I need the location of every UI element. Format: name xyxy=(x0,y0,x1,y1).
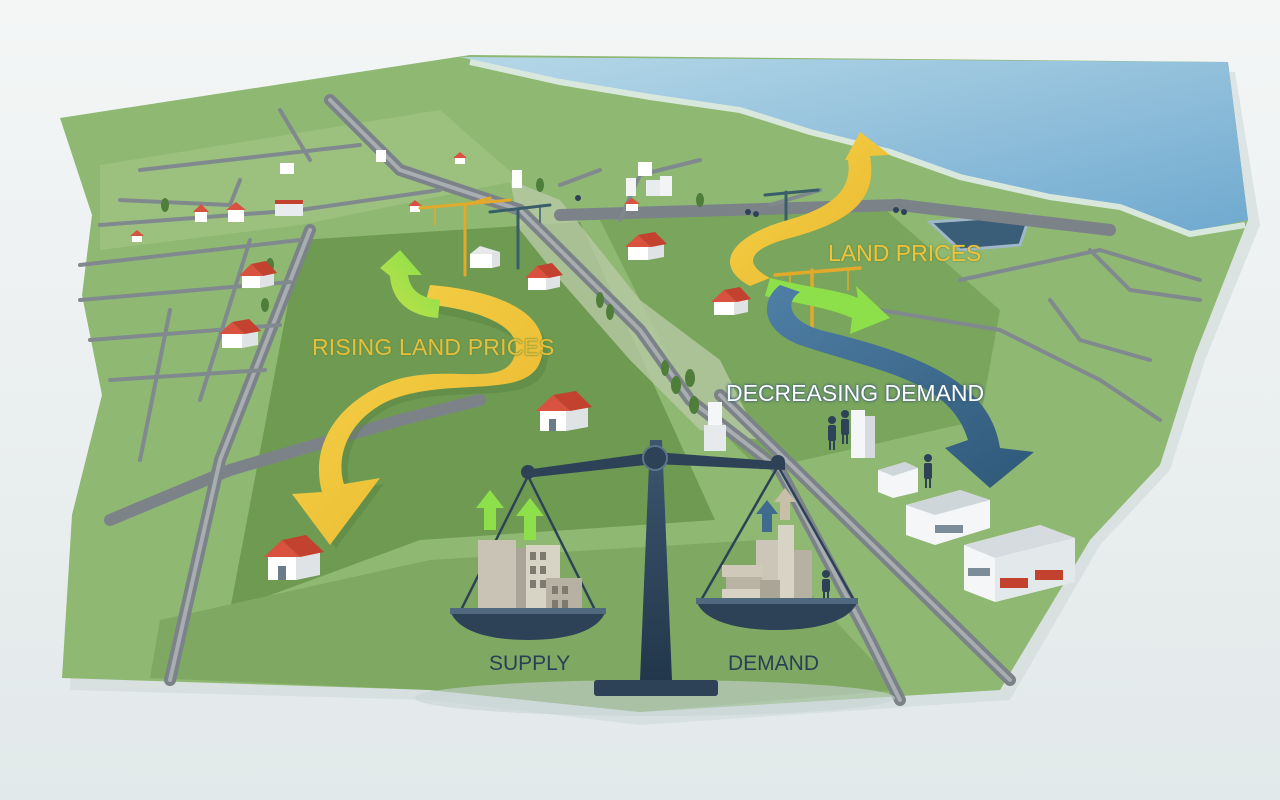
house-icon xyxy=(470,246,500,268)
demand-buildings xyxy=(722,525,812,600)
land-prices-label: LAND PRICES xyxy=(828,240,982,266)
water xyxy=(460,57,1248,232)
tree-icon xyxy=(696,193,704,207)
tree-icon xyxy=(596,292,604,308)
person-icon xyxy=(924,454,932,488)
person-icon xyxy=(901,209,907,215)
person-icon xyxy=(745,209,751,215)
person-icon xyxy=(893,207,899,213)
trees xyxy=(161,178,704,414)
tree-icon xyxy=(689,396,699,414)
tree-icon xyxy=(606,304,614,320)
house-icon xyxy=(624,198,640,211)
cranes xyxy=(418,188,862,347)
tree-icon xyxy=(671,376,681,394)
scale-end-left xyxy=(521,465,535,479)
scale-pivot xyxy=(642,445,668,471)
person-icon xyxy=(822,570,830,600)
up-arrow-icon xyxy=(774,488,796,520)
decreasing-demand-label: DECREASING DEMAND xyxy=(726,380,985,406)
balance-scale-icon xyxy=(415,440,895,716)
demand-pan-rim xyxy=(696,598,858,604)
building-icon xyxy=(280,163,294,174)
tree-icon xyxy=(161,198,169,212)
rising-land-prices-label: RISING LAND PRICES xyxy=(312,334,555,360)
building-icon xyxy=(906,490,990,545)
arrow-yellow-down xyxy=(292,285,544,545)
building-icon xyxy=(646,180,660,196)
shoreline xyxy=(469,59,1246,238)
house-icon xyxy=(130,230,144,242)
supply-pan-rim xyxy=(450,608,606,614)
up-arrow-icon xyxy=(516,498,544,540)
demand-label: DEMAND xyxy=(728,652,820,675)
house-icon xyxy=(525,263,563,290)
building-icon xyxy=(704,425,726,451)
buildings-small xyxy=(280,150,726,451)
building-icon xyxy=(851,410,875,458)
scale-beam xyxy=(525,452,785,478)
tree-icon xyxy=(261,298,269,312)
tree-icon xyxy=(536,178,544,192)
house-icon xyxy=(219,319,261,348)
house-icon xyxy=(536,391,592,431)
house-icon xyxy=(239,261,277,288)
arrow-yellow-up xyxy=(729,132,890,286)
scale-pillar xyxy=(640,440,672,680)
building-icon xyxy=(708,402,722,430)
building-icon xyxy=(878,462,918,498)
up-arrow-icon xyxy=(476,490,504,530)
supply-pan xyxy=(450,610,606,640)
house-icon xyxy=(275,200,303,216)
crane-icon xyxy=(418,196,512,277)
house-icon xyxy=(625,232,667,260)
house-icon xyxy=(408,200,422,212)
house-icon xyxy=(453,152,467,164)
building-icon xyxy=(638,162,652,176)
building-icon xyxy=(964,525,1075,602)
tree-strip xyxy=(510,180,760,440)
scale-end-right xyxy=(771,455,785,469)
rising-prices-arrow xyxy=(292,250,549,548)
person-icon xyxy=(575,195,581,201)
arrow-blue-down xyxy=(766,285,1034,488)
house-icon xyxy=(711,287,751,315)
building-icon xyxy=(660,176,672,196)
scale-shadow xyxy=(415,680,895,716)
scale-base xyxy=(594,680,718,696)
commercial-buildings xyxy=(828,410,1075,602)
person-icon xyxy=(753,211,759,217)
crane-icon xyxy=(488,203,552,270)
building-icon xyxy=(376,150,386,162)
house-icon xyxy=(264,535,324,580)
supply-label: SUPPLY xyxy=(489,652,571,675)
up-arrow-icon xyxy=(756,500,778,532)
land-prices-arrow xyxy=(729,132,1034,488)
house-icon xyxy=(193,204,209,222)
land-map xyxy=(60,55,1260,725)
demand-pan xyxy=(696,600,858,630)
building-icon xyxy=(626,178,636,196)
building-icon xyxy=(512,170,522,188)
tree-icon xyxy=(685,369,695,387)
house-icon xyxy=(226,202,246,222)
people-top xyxy=(575,195,907,217)
person-icon xyxy=(841,410,849,444)
person-icon xyxy=(828,416,836,450)
arrow-green-up xyxy=(380,250,440,318)
tree-icon xyxy=(661,360,669,376)
houses xyxy=(130,152,751,580)
